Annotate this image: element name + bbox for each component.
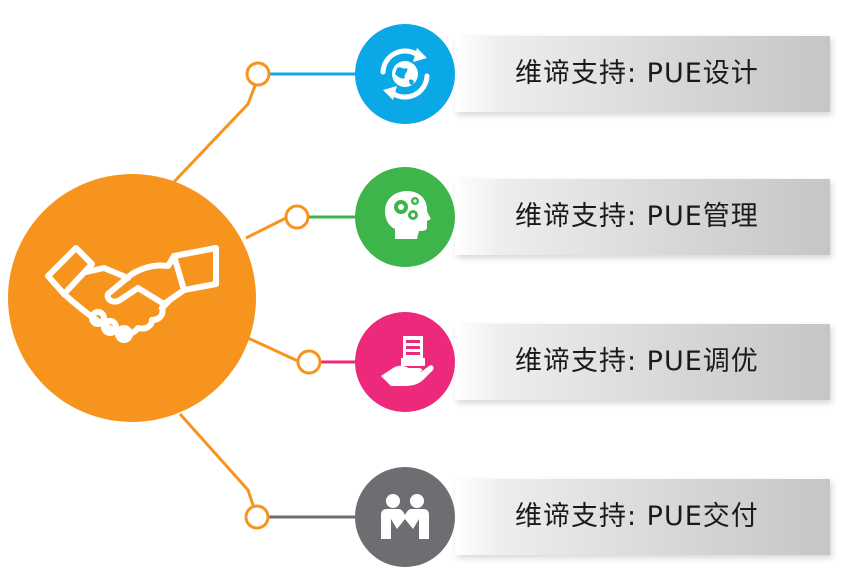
item-circle-blue [355,24,455,124]
hand-documents-icon [381,336,434,386]
node-1 [245,61,271,87]
handshake-icon [45,245,219,343]
item-circle-gray [355,467,455,567]
label-bar [455,324,830,400]
item-label: 维谛支持: PUE调优 [515,346,759,377]
item-label: 维谛支持: PUE交付 [515,501,759,532]
head-gears-icon [385,191,431,239]
label-bar [455,36,830,112]
item-label: 维谛支持: PUE管理 [515,201,759,232]
connector-2-orange [245,216,287,240]
item-pue-delivery: 维谛支持: PUE交付 [355,467,860,567]
node-4 [244,504,270,530]
connector-1-orange [170,77,260,186]
label-bar [455,479,830,555]
node-3 [296,349,322,375]
connector-4-orange [178,412,258,515]
people-icon [381,494,429,539]
label-bar [455,179,830,255]
item-pue-management: 维谛支持: PUE管理 [355,167,860,267]
item-circle-pink [355,312,455,412]
item-label: 维谛支持: PUE设计 [515,58,759,89]
hub-circle [8,174,256,422]
node-2 [284,204,310,230]
globe-refresh-icon [380,48,430,100]
item-pue-design: 维谛支持: PUE设计 [355,24,860,124]
connector-3-orange [247,336,301,364]
item-circle-green [355,167,455,267]
item-pue-tuning: 维谛支持: PUE调优 [355,312,860,412]
